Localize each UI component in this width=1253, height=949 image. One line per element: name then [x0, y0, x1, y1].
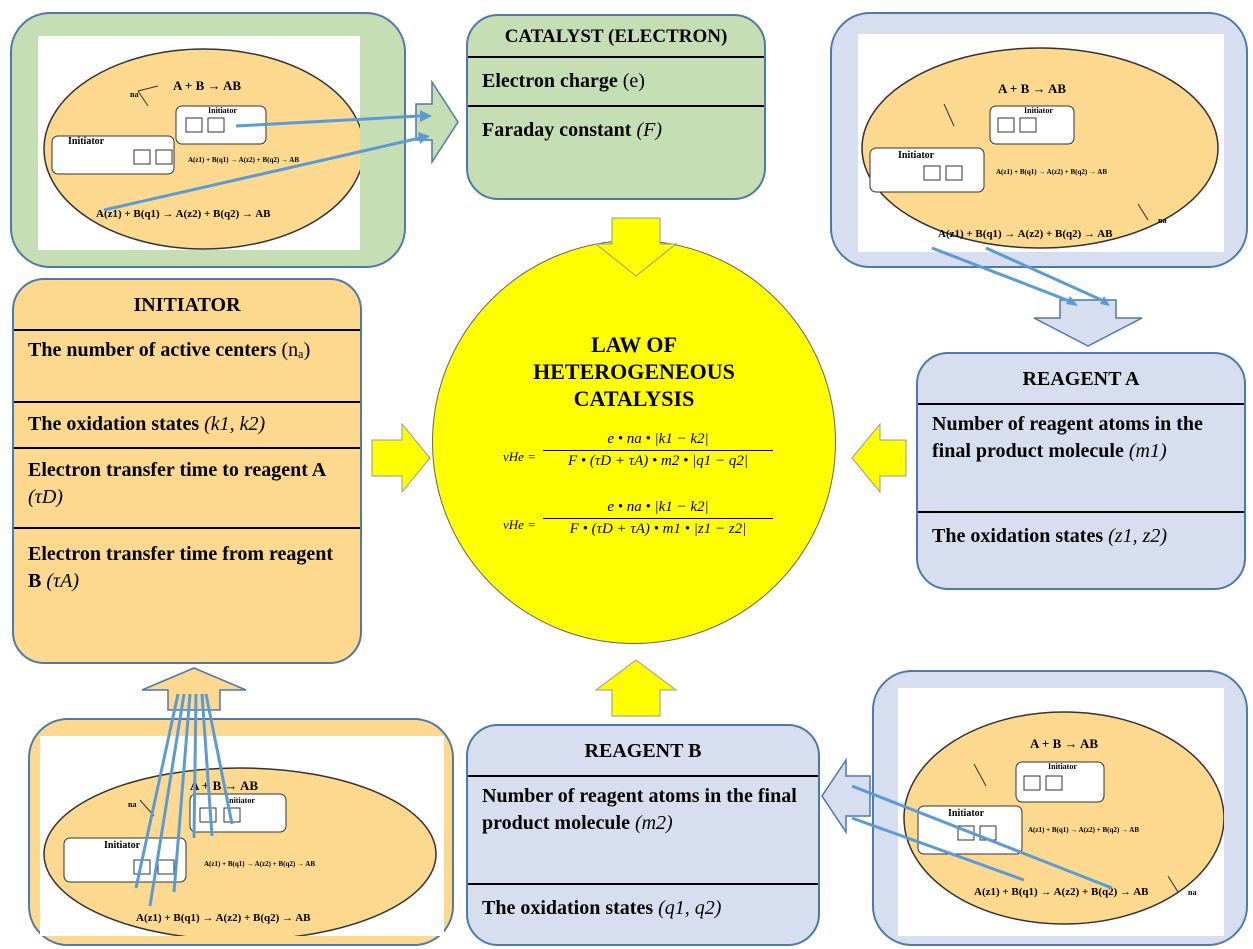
- reaction-bottom-label: A(z1) + B(q1) → A(z2) + B(q2) → AB: [136, 912, 311, 924]
- initiator-row-transfer-from-b: Electron transfer time from reagent B (τ…: [14, 527, 360, 601]
- reagent-b-title: REAGENT B: [584, 740, 702, 762]
- reaction-top-label: A + B → AB: [190, 778, 259, 793]
- reagent-a-row-oxidation: The oxidation states (z1, z2): [918, 511, 1244, 556]
- initiator-large-label: Initiator: [898, 150, 935, 161]
- cell-schematic-top-left: A + B → AB Initiator Initiator A(z1) + B…: [38, 36, 360, 250]
- yellow-arrow-left: [851, 422, 907, 494]
- reaction-top-label: A + B → AB: [1030, 736, 1099, 751]
- yellow-arrow-right: [371, 422, 431, 494]
- na-label: na: [128, 800, 137, 809]
- reagent-a-box: REAGENT A Number of reagent atoms in the…: [916, 352, 1246, 590]
- initiator-small-label: Initiator: [1024, 106, 1053, 115]
- yellow-arrow-up: [594, 659, 678, 717]
- reaction-mid-label: A(z1) + B(q1) → A(z2) + B(q2) → AB: [204, 860, 316, 868]
- block-arrow-to-reagent-a: [1033, 299, 1143, 347]
- catalyst-row-charge: Electron charge (e): [468, 56, 764, 105]
- initiator-row-transfer-to-a: Electron transfer time to reagent A (τD): [14, 447, 360, 527]
- initiator-small-label: Initiator: [1048, 762, 1077, 771]
- cell-schematic-bottom-left: A + B → AB Initiator Initiator A(z1) + B…: [40, 736, 444, 936]
- initiator-row-oxidation: The oxidation states (k1, k2): [14, 401, 360, 447]
- reaction-bottom-label: A(z1) + B(q1) → A(z2) + B(q2) → AB: [96, 208, 271, 220]
- law-formula-1: vHe = e • na • |k1 − k2| F • (τD + τA) •…: [503, 431, 773, 491]
- formula-2-numerator: e • na • |k1 − k2|: [543, 499, 773, 519]
- catalyst-box: CATALYST (ELECTRON) Electron charge (e) …: [466, 14, 766, 200]
- reaction-top-label: A + B → AB: [173, 78, 242, 93]
- reaction-bottom-label: A(z1) + B(q1) → A(z2) + B(q2) → AB: [974, 886, 1149, 898]
- law-formula-2: vHe = e • na • |k1 − k2| F • (τD + τA) •…: [503, 499, 773, 559]
- reagent-a-row-atoms: Number of reagent atoms in the final pro…: [918, 403, 1244, 511]
- na-label: na: [130, 90, 139, 99]
- block-arrow-to-initiator: [141, 667, 247, 711]
- initiator-small-label: Initiator: [226, 796, 255, 805]
- law-circle: LAW OF HETEROGENEOUS CATALYSIS vHe = e •…: [432, 240, 836, 644]
- cell-diagram: [861, 47, 1219, 249]
- na-label: na: [1188, 888, 1197, 897]
- law-title: LAW OF HETEROGENEOUS CATALYSIS: [533, 332, 735, 411]
- formula-2-denominator: F • (τD + τA) • m1 • |z1 − z2|: [569, 521, 747, 537]
- initiator-large-label: Initiator: [104, 840, 141, 851]
- reagent-b-box: REAGENT B Number of reagent atoms in the…: [466, 724, 820, 946]
- cell-schematic-top-right: A + B → AB Initiator Initiator A(z1) + B…: [858, 34, 1224, 252]
- reagent-a-title: REAGENT A: [1022, 368, 1140, 390]
- reagent-b-row-atoms: Number of reagent atoms in the final pro…: [468, 775, 818, 883]
- cell-schematic-bottom-right: A + B → AB Initiator Initiator A(z1) + B…: [898, 688, 1224, 936]
- block-arrow-to-catalyst: [415, 79, 459, 165]
- reaction-mid-label: A(z1) + B(q1) → A(z2) + B(q2) → AB: [996, 168, 1108, 176]
- reaction-bottom-label: A(z1) + B(q1) → A(z2) + B(q2) → AB: [938, 228, 1113, 240]
- initiator-box: INITIATOR The number of active centers (…: [12, 278, 362, 664]
- initiator-large-label: Initiator: [948, 808, 985, 819]
- catalyst-title: CATALYST (ELECTRON): [504, 26, 728, 47]
- initiator-row-active-centers: The number of active centers (nₐ): [14, 329, 360, 401]
- reaction-top-label: A + B → AB: [998, 81, 1067, 96]
- initiator-small-label: Initiator: [208, 106, 237, 115]
- na-label: na: [1158, 216, 1167, 225]
- initiator-title: INITIATOR: [133, 294, 241, 316]
- formula-1-numerator: e • na • |k1 − k2|: [543, 431, 773, 451]
- initiator-large-label: Initiator: [68, 136, 105, 147]
- reaction-mid-label: A(z1) + B(q1) → A(z2) + B(q2) → AB: [188, 156, 300, 164]
- formula-1-denominator: F • (τD + τA) • m2 • |q1 − q2|: [568, 453, 748, 469]
- catalyst-row-faraday: Faraday constant (F): [468, 105, 764, 150]
- cell-diagram: [43, 767, 437, 936]
- reaction-mid-label: A(z1) + B(q1) → A(z2) + B(q2) → AB: [1028, 826, 1140, 834]
- block-arrow-to-reagent-b: [821, 757, 871, 835]
- cell-diagram: [903, 711, 1224, 925]
- reagent-b-row-oxidation: The oxidation states (q1, q2): [468, 883, 818, 928]
